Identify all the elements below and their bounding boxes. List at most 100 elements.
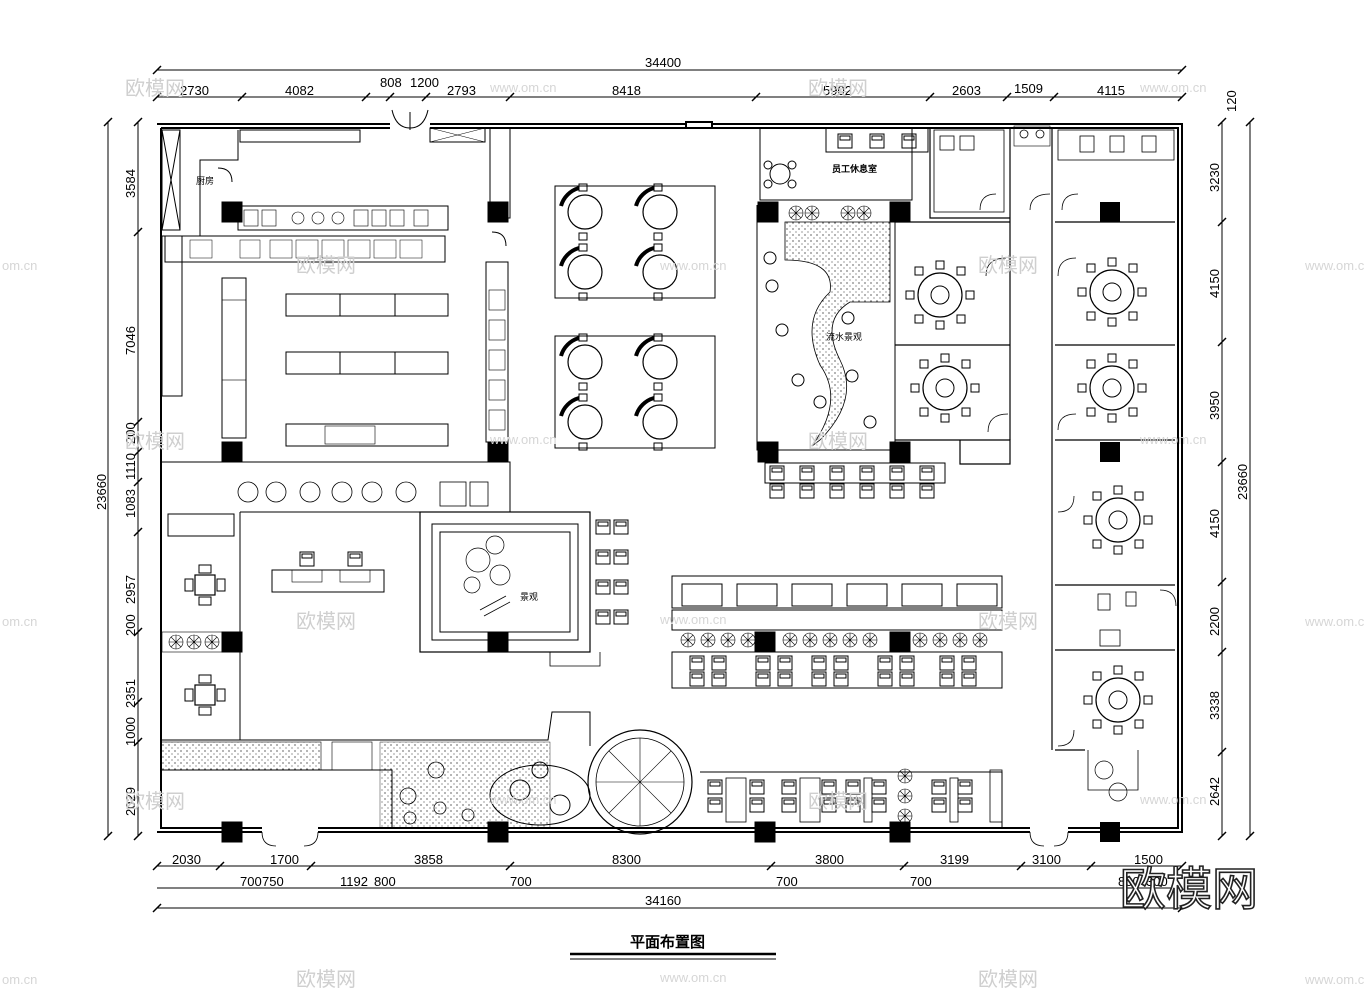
- dim-right-5: 2200: [1207, 607, 1222, 636]
- dim-bottom-sub-4: 800: [374, 874, 396, 889]
- dim-top-10: 4115: [1097, 83, 1125, 98]
- dim-bottom-3: 3858: [414, 852, 443, 867]
- restrooms: [939, 129, 1157, 647]
- dim-top-right-small: 120: [1224, 90, 1239, 112]
- dim-left-4: 1110: [123, 453, 138, 480]
- dim-left-total: 23660: [94, 474, 109, 510]
- dim-top-3: 808: [380, 75, 402, 90]
- watermark-10: 欧模网: [808, 789, 868, 813]
- watermark-url-1: www.om.cn: [489, 80, 556, 95]
- watermark-url-10: www.om.cn: [1304, 614, 1364, 629]
- center-landscape-label: 景观: [520, 592, 538, 603]
- dim-bottom-sub-2: 750: [262, 874, 284, 889]
- watermark-1: 欧模网: [125, 76, 185, 100]
- dim-top-total: 34400: [645, 55, 681, 70]
- watermark-2: 欧模网: [808, 76, 868, 100]
- dim-left-6: 2957: [123, 575, 138, 604]
- dim-bottom-4: 8300: [612, 852, 641, 867]
- watermark-12: 欧模网: [978, 967, 1038, 991]
- private-rooms: [895, 125, 1177, 751]
- dim-right-2: 4150: [1207, 269, 1222, 298]
- dim-left-1: 3584: [123, 169, 138, 198]
- dim-bottom-2: 1700: [270, 852, 299, 867]
- dim-left-3: 200: [123, 422, 138, 444]
- dim-top-5: 2793: [447, 83, 476, 98]
- watermark-url-5: www.om.cn: [1304, 258, 1364, 273]
- dim-right-total: 23660: [1235, 464, 1250, 500]
- watermark-url-8: om.cn: [2, 614, 37, 629]
- dim-right-1: 3230: [1207, 163, 1222, 192]
- watermark-3: 欧模网: [296, 253, 356, 277]
- dim-top-8: 2603: [952, 83, 981, 98]
- dim-top-6: 8418: [612, 83, 641, 98]
- water-feature-area: [756, 201, 911, 463]
- watermark-4: 欧模网: [978, 253, 1038, 277]
- staff-lounge: [759, 127, 929, 201]
- bottom-garden: [160, 711, 1139, 847]
- watermark-11: 欧模网: [296, 967, 356, 991]
- watermark-url-4: www.om.cn: [659, 258, 726, 273]
- water-feature-label: 流水景观: [826, 331, 862, 343]
- watermark-5: 欧模网: [125, 429, 185, 453]
- watermark-url-3: om.cn: [2, 258, 37, 273]
- watermark-8: 欧模网: [978, 609, 1038, 633]
- dim-left-7: 200: [123, 614, 138, 636]
- drawing-title: 平面布置图: [630, 933, 705, 951]
- watermarks: 欧模网 www.om.cn 欧模网 www.om.cn om.cn 欧模网 ww…: [2, 76, 1364, 991]
- center-landscape: [419, 511, 629, 667]
- watermark-url-6: www.om.cn: [489, 432, 556, 447]
- dim-left-5: 1083: [123, 489, 138, 518]
- title-underline: [570, 952, 776, 960]
- dim-left-9: 1000: [123, 717, 138, 746]
- dim-top-9: 1509: [1014, 81, 1043, 96]
- watermark-url-15: www.om.cn: [1304, 972, 1364, 987]
- watermark-url-14: www.om.cn: [659, 970, 726, 985]
- watermark-url-13: om.cn: [2, 972, 37, 987]
- private-room-tables: [905, 202, 1153, 842]
- dim-bottom-sub-8: 800: [1118, 874, 1140, 889]
- dim-bottom-total: 34160: [645, 893, 681, 908]
- watermark-9: 欧模网: [125, 789, 185, 813]
- watermark-url-9: www.om.cn: [659, 612, 726, 627]
- outer-walls: [157, 121, 1183, 833]
- brand-logo: 欧模网: [1120, 862, 1258, 916]
- dim-right-4: 4150: [1207, 509, 1222, 538]
- dim-bottom-6: 3199: [940, 852, 969, 867]
- dim-left-8: 2351: [123, 679, 138, 708]
- dim-top-4: 1200: [410, 75, 439, 90]
- left-dining-area: [161, 201, 509, 740]
- dim-bottom-5: 3800: [815, 852, 844, 867]
- dim-bottom-7: 3100: [1032, 852, 1061, 867]
- booth-dining-area: [554, 182, 716, 452]
- dim-right-7: 2642: [1207, 777, 1222, 806]
- dim-bottom-sub-5: 700: [510, 874, 532, 889]
- tables-below-water: [764, 462, 946, 499]
- dim-bottom-sub-3: 1192: [340, 874, 368, 889]
- staff-lounge-label: 员工休息室: [832, 163, 877, 175]
- dim-bottom-8: 1500: [1134, 852, 1163, 867]
- dim-right-3: 3950: [1207, 391, 1222, 420]
- central-table-rows: [671, 575, 1003, 689]
- dim-left-2: 7046: [123, 326, 138, 355]
- dim-bottom-sub-9: 300: [1146, 874, 1168, 889]
- dim-right-6: 3338: [1207, 691, 1222, 720]
- watermark-url-11: www.om.cn: [489, 792, 556, 807]
- dim-bottom-sub-7: 700: [910, 874, 932, 889]
- dim-bottom-1: 2030: [172, 852, 201, 867]
- dim-bottom-sub-6: 700: [776, 874, 798, 889]
- watermark-url-12: www.om.cn: [1139, 792, 1206, 807]
- watermark-url-7: www.om.cn: [1139, 432, 1206, 447]
- dim-top-7: 5902: [823, 83, 852, 98]
- watermark-url-2: www.om.cn: [1139, 80, 1206, 95]
- kitchen-label: 厨房: [196, 175, 214, 187]
- dim-top-1: 2730: [180, 83, 209, 98]
- watermark-6: 欧模网: [808, 429, 868, 453]
- dim-bottom-sub-1: 700: [240, 874, 262, 889]
- dimension-lines: [103, 65, 1255, 913]
- kitchen-area: [161, 127, 511, 513]
- dim-top-2: 4082: [285, 83, 314, 98]
- dim-left-10: 2029: [123, 787, 138, 816]
- watermark-7: 欧模网: [296, 609, 356, 633]
- entrance-door-top: [391, 109, 429, 130]
